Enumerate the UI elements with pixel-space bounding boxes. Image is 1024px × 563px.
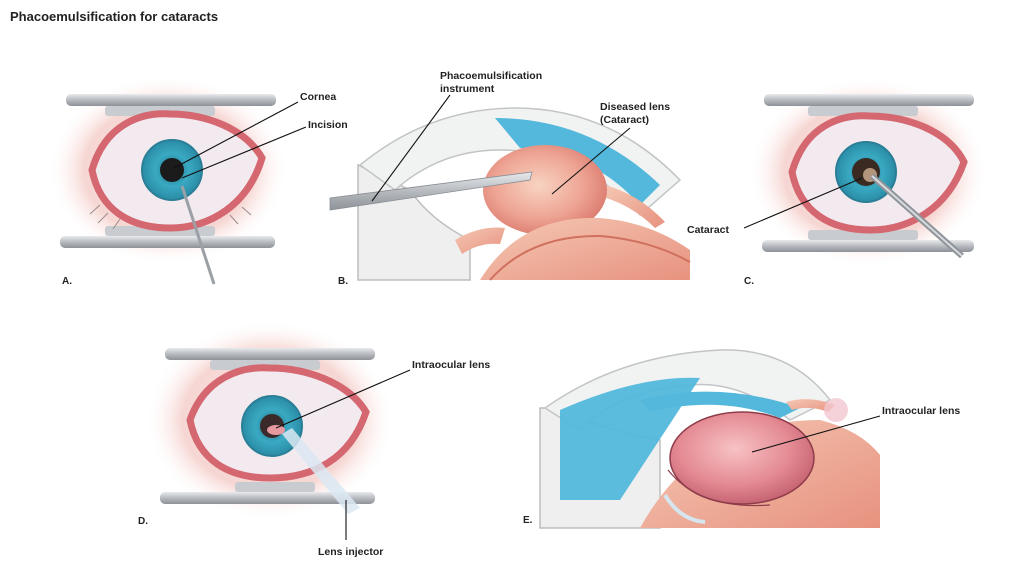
panel-b-letter: B. (338, 276, 348, 287)
iol-implanted (669, 411, 815, 505)
panel-c-labels: Cataract C. (687, 177, 863, 287)
label-cornea: Cornea (300, 91, 336, 103)
label-phaco-line1: Phacoemulsification (440, 70, 542, 82)
panel-d-letter: D. (138, 516, 148, 527)
pupil (160, 158, 184, 182)
phaco-instrument (329, 171, 533, 211)
label-diseased-lens-line1: Diseased lens (600, 101, 670, 113)
label-incision: Incision (308, 119, 348, 131)
panel-d-eye (145, 320, 395, 520)
panel-e-cross-section (539, 349, 880, 529)
panel-a-labels: Cornea Incision A. (62, 91, 348, 287)
panel-c-letter: C. (744, 276, 754, 287)
panel-e-letter: E. (523, 515, 533, 526)
label-phaco-line2: instrument (440, 83, 495, 95)
label-iol-d: Intraocular lens (412, 359, 490, 371)
panel-a-letter: A. (62, 276, 72, 287)
label-diseased-lens-line2: (Cataract) (600, 114, 649, 126)
speculum-top (66, 94, 276, 106)
panel-d-labels: Intraocular lens Lens injector D. (138, 359, 490, 558)
lens-injector-tube (282, 428, 360, 514)
iol-implant (267, 425, 285, 435)
panel-a-eye (48, 75, 288, 285)
cornea-section (495, 118, 660, 205)
label-iol-e: Intraocular lens (882, 405, 960, 417)
label-cataract: Cataract (687, 224, 730, 236)
blade-instrument (180, 185, 216, 285)
panel-b-labels: Phacoemulsification instrument Diseased … (338, 70, 670, 287)
diseased-lens (483, 145, 607, 235)
label-lens-injector: Lens injector (318, 546, 383, 558)
diagram-title: Phacoemulsification for cataracts (10, 9, 218, 24)
speculum-bottom (60, 236, 275, 248)
panel-c-eye (748, 77, 988, 267)
panel-e-labels: Intraocular lens E. (523, 405, 960, 526)
panel-b-cross-section (329, 107, 691, 281)
